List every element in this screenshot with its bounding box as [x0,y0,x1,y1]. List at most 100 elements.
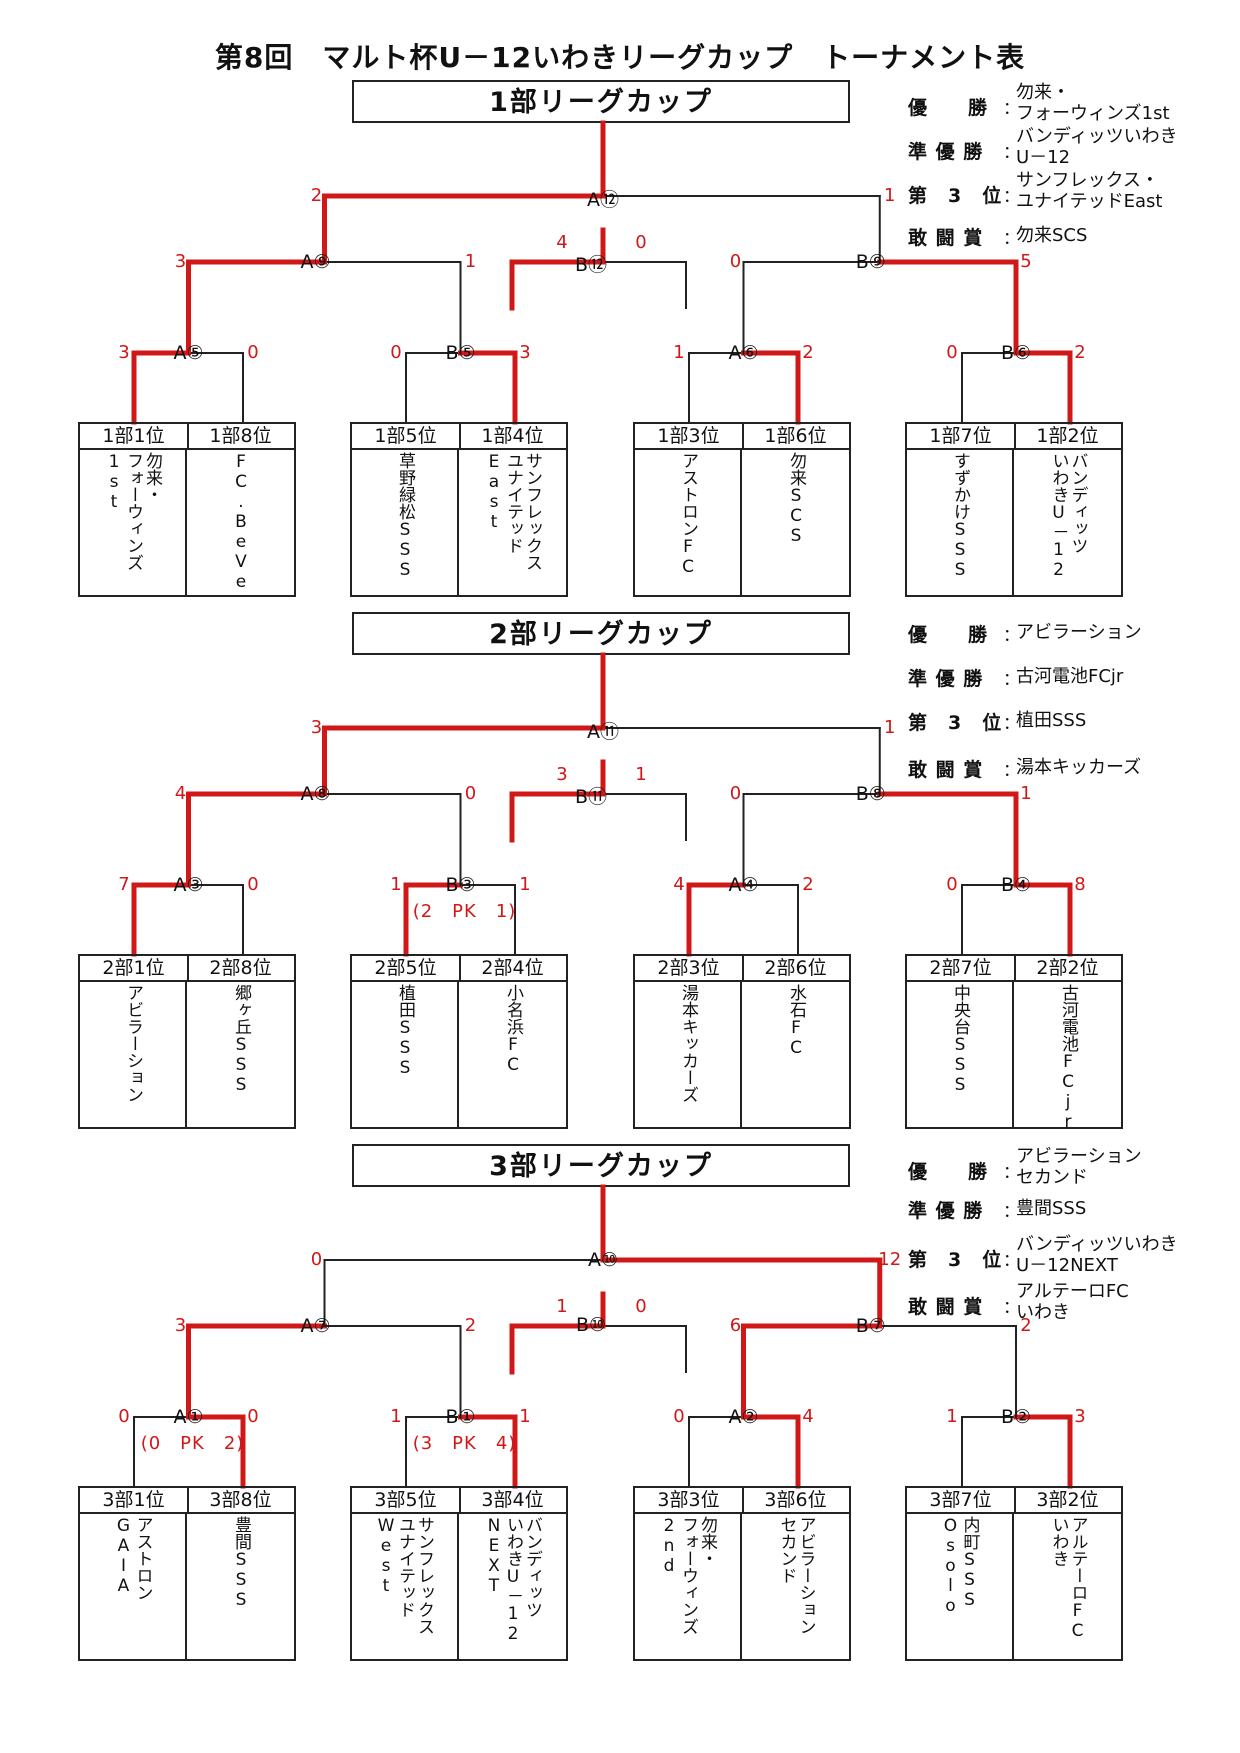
team-seed: 3部6位 [742,1488,849,1514]
match-label: B④ [1000,874,1032,896]
score-left: 7 [118,874,130,895]
team-name-cell: 勿来・ フォーウィンズ 2nd [635,1512,742,1661]
team-name: 植田SSS [395,984,415,1078]
team-name-cell: 勿来SCS [742,448,849,597]
award-colon: ： [1003,1163,1020,1183]
score-left: 0 [946,874,958,895]
match-label: A③ [173,874,204,896]
team-name-cell: サンフレックス ユナイテッド East [459,448,566,597]
score-right: 0 [635,1296,647,1317]
team-name-cell: アビラーション セカンド [742,1512,849,1661]
team-seed: 2部6位 [742,956,849,982]
match-label: B⑤ [445,342,476,364]
match-label: A⑤ [173,342,204,364]
score-left: 3 [174,251,187,272]
match-label: B⑫ [574,254,608,276]
team-name: 勿来SCS [786,452,806,546]
team-name-cell: アストロンFC [635,448,742,597]
score-right: 1 [884,717,896,738]
team-name-cell: 豊間SSS [187,1512,294,1661]
team-name: 古河電池FCjr [1058,984,1078,1132]
score-right: 2 [802,874,814,895]
score-left: 1 [390,874,402,895]
award-colon: ： [1003,1202,1020,1222]
match-label: A⑦ [300,1315,331,1337]
score-left: 3 [310,717,323,738]
score-right: 1 [464,251,477,272]
team-name-cell: 小名浜FC [459,980,566,1129]
award-value: バンディッツいわき U－12 [1016,126,1178,168]
award-label: 敢 闘 賞 [908,1296,984,1318]
team-name: 内町SSS Osolo [940,1516,980,1616]
match-label: A① [173,1406,204,1428]
team-seed: 3部8位 [187,1488,294,1514]
score-right: 8 [1074,874,1086,895]
team-name-cell: アストロン GAIA [80,1512,187,1661]
team-seed: 2部1位 [80,956,189,982]
match-label: B⑨ [855,251,886,273]
team-name: アビラーション セカンド [776,1516,816,1635]
team-name: 豊間SSS [231,1516,251,1610]
team-seed: 1部6位 [742,424,849,450]
score-right: 2 [1020,1315,1032,1336]
score-right: 1 [635,764,647,785]
match-label: B⑧ [855,783,886,805]
score-left: 4 [556,232,568,253]
award-label: 第 3 位 [908,185,1003,207]
award-label: 第 3 位 [908,712,1003,734]
page-title: 第8回 マルト杯U－12いわきリーグカップ トーナメント表 [214,41,1026,74]
team-seed: 3部4位 [459,1488,566,1514]
match-label: A② [728,1406,759,1428]
match-label: B⑦ [855,1315,886,1337]
bracket-lines [131,652,1073,957]
score-left: 0 [729,251,742,272]
score-left: 1 [390,1406,402,1427]
award-value: 勿来SCS [1016,225,1088,246]
team-name: バンディッツ いわきU－12 [1048,452,1088,580]
team-name: アストロン GAIA [113,1516,153,1601]
bracket-lines [131,120,1073,425]
score-right: 1 [884,185,896,206]
match-label: B⑪ [574,786,608,808]
match-label: A④ [728,874,759,896]
team-name: 水石FC [786,984,806,1058]
score-right: 0 [464,783,477,804]
team-name: アストロンFC [678,452,698,577]
award-label: 優 勝 [908,1161,989,1183]
team-name-cell: 植田SSS [352,980,459,1129]
team-name: アルテーロFC いわき [1048,1516,1088,1641]
award-colon: ： [1003,187,1020,207]
score-right: 2 [464,1315,477,1336]
team-seed: 3部3位 [635,1488,744,1514]
score-left: 0 [390,342,402,363]
team-name-cell: すずかけSSS [907,448,1014,597]
score-left: 1 [556,1296,568,1317]
award-colon: ： [1003,229,1020,249]
score-right: 3 [1074,1406,1086,1427]
team-name: 勿来・ フォーウィンズ 2nd [659,1516,717,1635]
award-colon: ： [1003,714,1020,734]
team-pair-box: 3部3位勿来・ フォーウィンズ 2nd 3部6位アビラーション セカンド [633,1486,851,1661]
team-name-cell: FC.BeVe [187,448,294,597]
team-name-cell: バンディッツ いわきU－12 [1014,448,1121,597]
score-left: 4 [174,783,187,804]
award-colon: ： [1003,626,1020,646]
score-right: 0 [635,232,647,253]
team-name: サンフレックス ユナイテッド West [376,1516,434,1635]
award-label: 優 勝 [908,97,989,119]
match-label: A⑥ [728,342,759,364]
team-name: 勿来・ フォーウィンズ 1st [104,452,162,571]
score-left: 3 [174,1315,187,1336]
match-label: B⑥ [1000,342,1032,364]
score-right: 0 [247,342,259,363]
team-name: FC.BeVe [231,452,251,592]
award-value: バンディッツいわき U－12NEXT [1016,1234,1178,1276]
award-label: 準 優 勝 [908,1200,984,1222]
